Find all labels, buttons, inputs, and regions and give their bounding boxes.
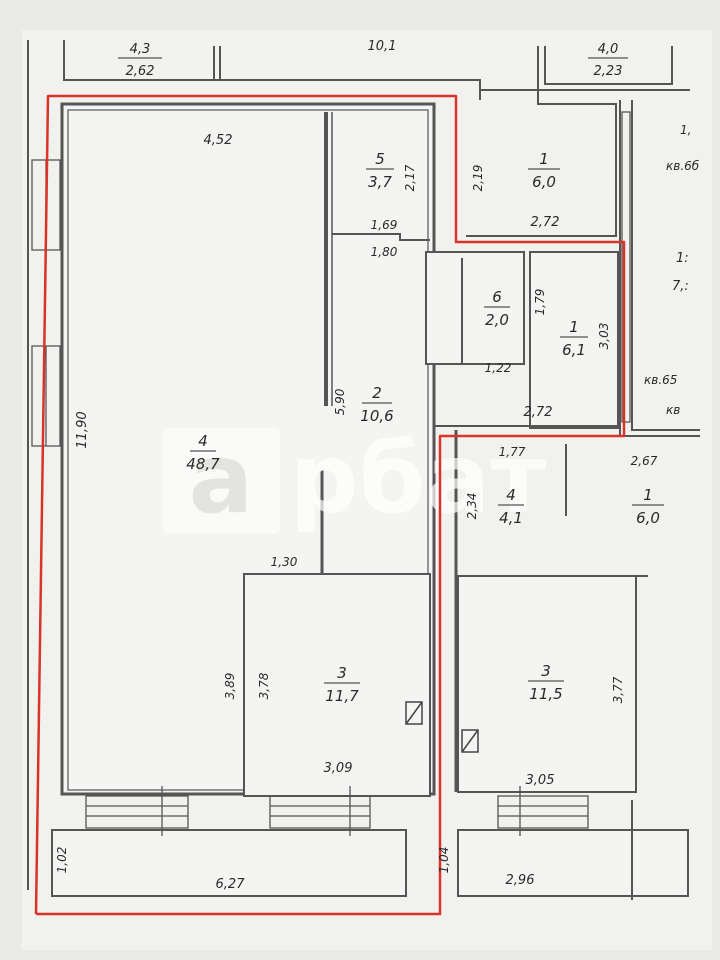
dimension-label: 3,78 [257, 672, 271, 699]
room-number: 2 [372, 384, 382, 402]
watermark-brand-text: рбат [290, 423, 547, 535]
dimension-label: 10,1 [368, 39, 397, 54]
wall-room-1-top [466, 89, 617, 237]
vent-left-room [405, 701, 423, 725]
dimension-label: 3,09 [324, 761, 353, 776]
room-number: 4,3 [130, 42, 151, 57]
dimension-label: 2,72 [524, 405, 553, 420]
wall-room-3-left [243, 573, 431, 797]
room-area: 10,6 [360, 407, 393, 425]
dimension-label: 2,67 [631, 454, 658, 468]
dimension-labels: 10,1 4,52 2,17 2,19 2,72 1,69 1,80 1,79 … [55, 39, 700, 892]
dimension-label: 1,69 [371, 218, 398, 232]
wall-balcony-left [51, 829, 407, 897]
room-area: 2,23 [594, 64, 623, 79]
room-number: 4 [198, 432, 208, 450]
room-area: 3,7 [368, 173, 392, 191]
watermark: a рбат [162, 423, 547, 535]
dimension-label: 1: [676, 251, 689, 266]
room-area: 2,62 [126, 64, 155, 79]
room-number: 1 [539, 150, 549, 168]
room-area: 11,5 [529, 685, 562, 703]
wall-top-neighbour-right-inner [544, 46, 673, 85]
dimension-label: 2,72 [531, 215, 560, 230]
dimension-label: 1,79 [533, 289, 547, 316]
vent-right-room-diag [461, 729, 479, 753]
wall-room-3-right [457, 575, 637, 793]
dimension-label: 5,90 [333, 388, 347, 415]
vents [405, 701, 479, 753]
room-number: 4,0 [598, 42, 619, 57]
dimension-label: 1,80 [371, 245, 398, 259]
vent-left-room-diag [405, 701, 423, 725]
wall-room-1-bath [529, 251, 619, 429]
dimension-label: 1,30 [271, 555, 298, 569]
wall-room-5 [332, 233, 430, 241]
dimension-label: кв [666, 403, 680, 417]
room-number: 1 [569, 318, 579, 336]
windows [31, 111, 631, 836]
room-number: 5 [375, 150, 385, 168]
room-area: 4,1 [499, 509, 523, 527]
dimension-label: кв.65 [644, 373, 677, 387]
room-area: 6,0 [636, 509, 660, 527]
highlight-outline [34, 94, 626, 916]
dimension-label: 3,77 [611, 676, 625, 703]
room-number: 3 [337, 664, 347, 682]
dimension-label: 3,05 [526, 773, 555, 788]
dimension-label: 1,77 [499, 445, 526, 459]
dimension-label: 3,89 [223, 673, 237, 700]
window-bottom-left [85, 795, 189, 829]
window-bottom-mid [269, 795, 371, 829]
dimension-label: 2,34 [465, 493, 479, 520]
dimension-label: 2,96 [506, 873, 535, 888]
room-area: 48,7 [186, 455, 220, 473]
dimension-label: 1,22 [485, 361, 512, 375]
room-area: 6,1 [562, 341, 586, 359]
dimension-label: 1, [680, 123, 691, 137]
dimension-label: 4,52 [204, 133, 233, 148]
dimension-label: 1,02 [55, 847, 69, 874]
room-area: 11,7 [325, 687, 359, 705]
room-area: 2,0 [485, 311, 509, 329]
watermark-box [162, 428, 280, 534]
room-area: 6,0 [532, 173, 556, 191]
dimension-label: 7,: [672, 279, 689, 294]
dimension-label: 11,90 [75, 411, 90, 448]
room-labels: 4 48,7 2 10,6 5 3,7 6 2,0 1 6,1 3 11,7 4… [118, 42, 664, 705]
window-right-hall [621, 111, 631, 423]
vent-right-room [461, 729, 479, 753]
room-number: 3 [541, 662, 551, 680]
dimension-label: 2,17 [403, 164, 417, 191]
wall-room-6 [425, 251, 525, 365]
dimension-label: 3,03 [597, 323, 611, 350]
room-number: 4 [506, 486, 516, 504]
dimension-label: 1,04 [437, 847, 451, 874]
dimension-label: 6,27 [216, 877, 246, 892]
watermark-brand-glyph: a [189, 423, 254, 535]
window-bottom-right [497, 795, 589, 829]
dimension-label: 2,19 [471, 165, 485, 192]
room-number: 1 [643, 486, 653, 504]
wall-balcony-right [457, 829, 689, 897]
wall-hall-right-2 [631, 100, 700, 431]
room-number: 6 [492, 288, 502, 306]
dimension-label: кв.6б [666, 159, 700, 173]
